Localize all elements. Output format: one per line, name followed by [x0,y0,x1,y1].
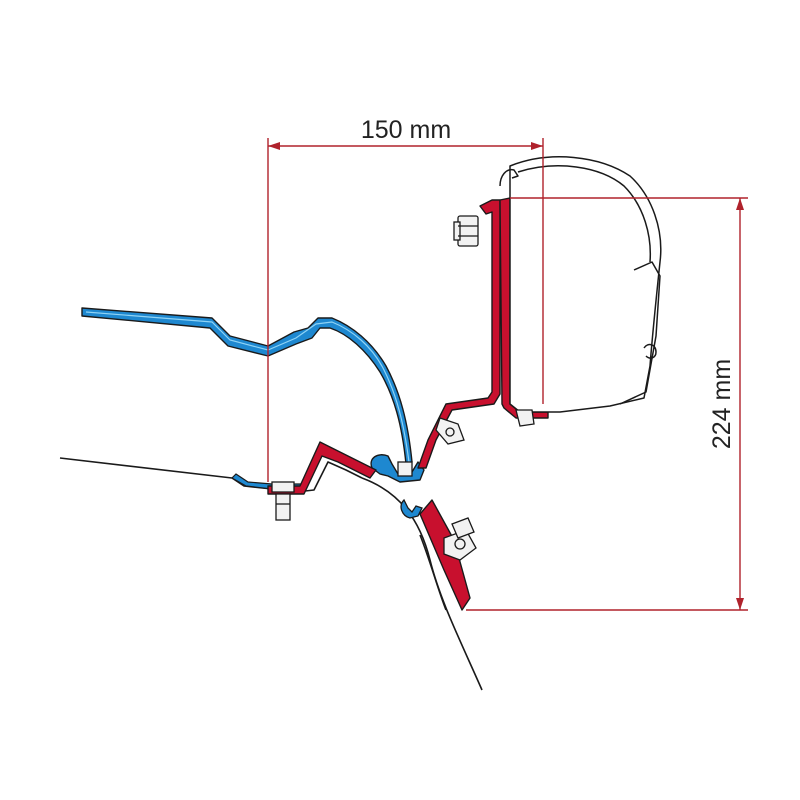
width-dimension-label: 150 mm [361,116,451,144]
dimension-lines [267,138,748,611]
gutter-drip-hook [400,498,423,519]
nut-bolt-icon [443,517,477,561]
awning-top-hook [499,168,519,187]
side-panel-outer [361,477,483,691]
hardware [271,215,535,561]
nut-bolt-icon [435,417,465,445]
bracket-vertical [417,199,501,469]
nut-bolt-icon [453,215,479,247]
awning-front-step [643,343,657,359]
gutter-top-highlight [85,311,410,463]
rain-gutter-profile [81,307,425,519]
awning-housing [499,156,662,413]
side-panel-inner [419,534,447,611]
dim-150-arrow-left [268,142,280,150]
awning-front-profile [619,261,661,405]
awning-case-inner [517,165,652,263]
nut-bolt-icon [271,481,295,521]
dim-224-arrow-bottom [736,598,744,610]
roof-channel-line [295,461,363,493]
dimension-arrows [268,142,744,610]
awning-case-outline [509,156,662,413]
dim-224-arrow-top [736,198,744,210]
screw-icon [397,461,413,477]
gutter-top-profile [81,307,413,465]
dim-150-arrow-right [531,142,543,150]
mounting-brackets [267,197,549,611]
roof-panel-line [59,457,273,490]
screw-icon [515,409,535,427]
height-dimension-label: 224 mm [708,359,736,449]
